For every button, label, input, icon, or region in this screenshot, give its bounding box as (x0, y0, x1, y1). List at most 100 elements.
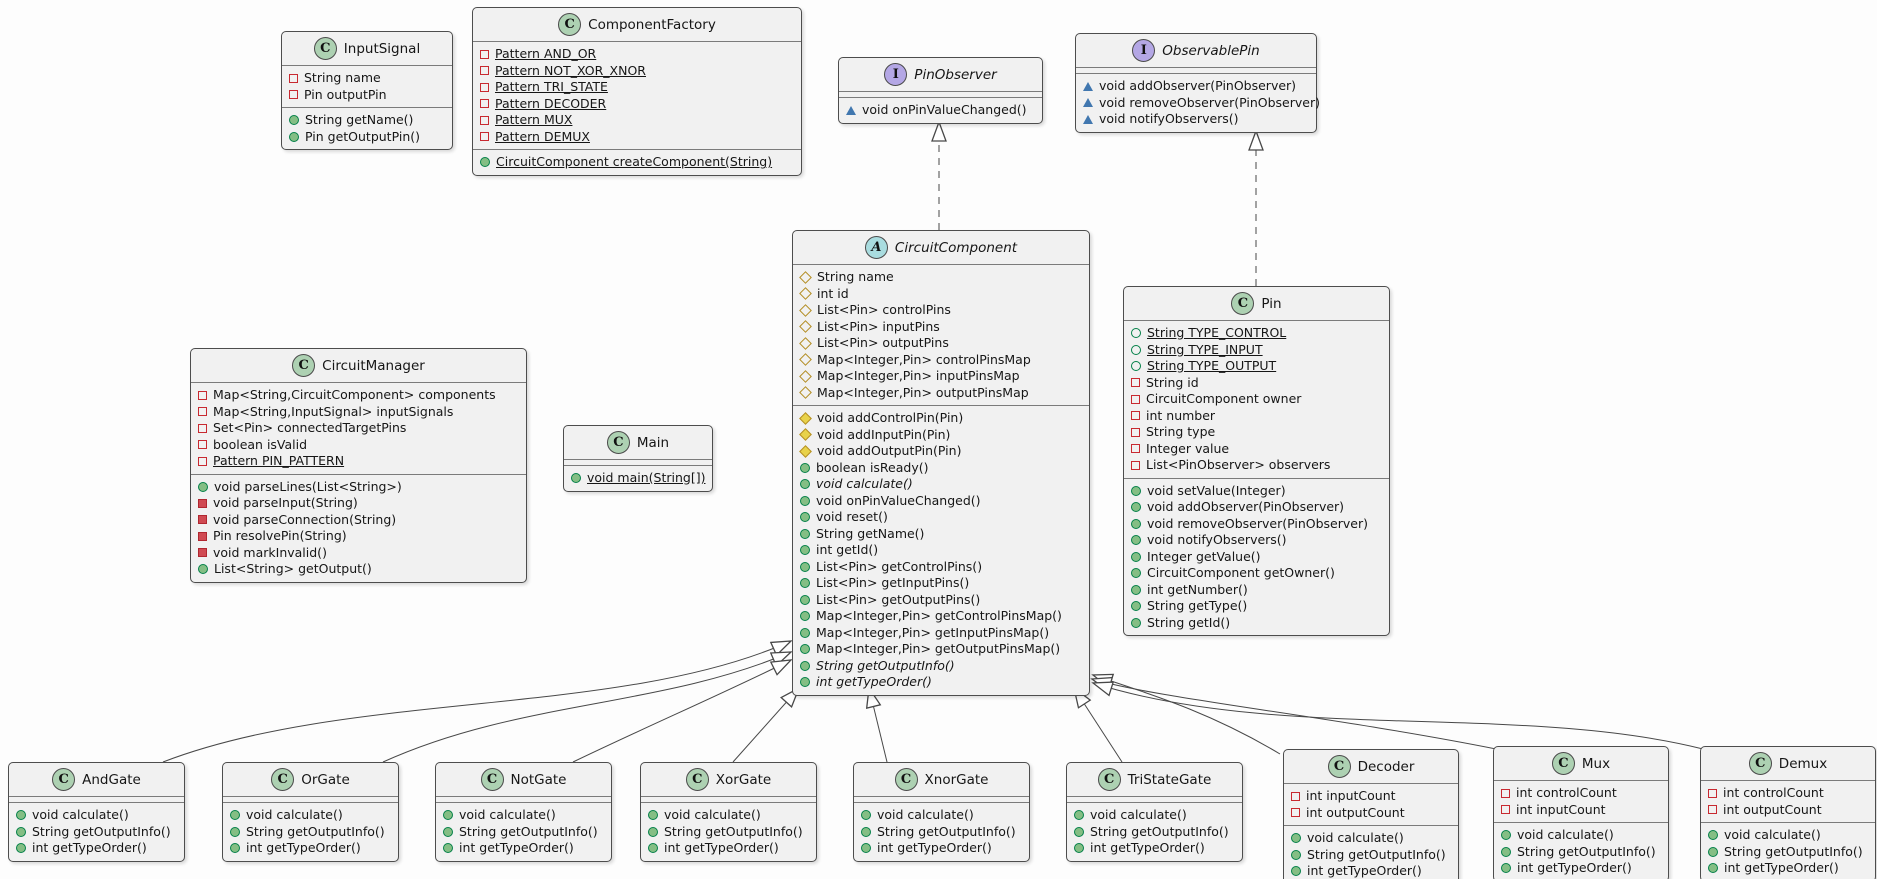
class-name: ObservablePin (1162, 42, 1260, 59)
edge-AndGate-to-CircuitComponent (162, 640, 793, 763)
public-method-icon (1131, 584, 1141, 595)
edge-Demux-to-CircuitComponent (1091, 681, 1704, 750)
method-text: String getName() (816, 525, 925, 541)
method-text: int getTypeOrder() (1724, 860, 1839, 875)
member-row: Map<Integer,Pin> inputPinsMap (799, 368, 1082, 385)
member-row: int inputCount (1501, 802, 1661, 819)
method-text: String getOutputInfo() (246, 823, 385, 839)
member-row: void notifyObservers() (1083, 111, 1309, 128)
field-text: int controlCount (1723, 785, 1824, 800)
public-method-icon (289, 131, 299, 142)
method-text: CircuitComponent getOwner() (1147, 565, 1335, 580)
public-field-icon (1131, 344, 1141, 355)
edge-XnorGate-to-CircuitComponent (865, 686, 888, 763)
protected-field-icon (799, 386, 812, 400)
fields-section (1067, 796, 1242, 802)
private-field-icon (1131, 394, 1140, 404)
member-row: void calculate() (1074, 807, 1235, 824)
method-text: int getTypeOrder() (1090, 840, 1205, 855)
public-method-icon (800, 644, 810, 655)
methods-section: void calculate()String getOutputInfo()in… (1067, 802, 1242, 861)
public-method-icon (1291, 866, 1301, 877)
public-method-icon (198, 481, 208, 492)
field-text: Map<String,CircuitComponent> components (213, 387, 496, 402)
class-name: TriStateGate (1127, 771, 1212, 788)
field-text: int outputCount (1723, 801, 1822, 817)
method-text: void calculate() (246, 807, 343, 822)
method-text: void parseConnection(String) (213, 511, 397, 527)
member-row: List<Pin> getOutputPins() (800, 592, 1082, 609)
public-method-icon (861, 810, 871, 821)
field-text: String TYPE_OUTPUT (1147, 358, 1277, 373)
member-row: void reset() (800, 509, 1082, 526)
private-field-icon (198, 423, 207, 433)
public-method-icon (1708, 846, 1718, 857)
public-method-icon (1708, 830, 1718, 841)
methods-section: void calculate()String getOutputInfo()in… (1284, 825, 1458, 879)
private-field-icon (1131, 460, 1140, 470)
abstract-icon: A (864, 236, 888, 259)
fields-section (564, 459, 712, 465)
method-text: String getOutputInfo() (877, 823, 1016, 839)
member-row: String getOutputInfo() (443, 824, 604, 841)
member-row: List<PinObserver> observers (1131, 457, 1382, 474)
private-field-icon (480, 66, 489, 76)
member-row: String id (1131, 375, 1382, 392)
member-row: int getTypeOrder() (800, 674, 1082, 691)
protected-method-icon (799, 411, 812, 425)
public-method-icon (648, 810, 658, 821)
public-method-icon (648, 843, 658, 854)
public-method-icon (1501, 830, 1511, 841)
method-text: void removeObserver(PinObserver) (1147, 515, 1368, 531)
protected-method-icon (799, 444, 812, 458)
member-row: Map<Integer,Pin> getInputPinsMap() (800, 625, 1082, 642)
member-row: String name (799, 269, 1082, 286)
private-field-icon (1131, 444, 1140, 454)
field-text: Map<String,InputSignal> inputSignals (213, 403, 454, 419)
private-field-icon (1708, 788, 1717, 798)
methods-section: void main(String[]) (564, 465, 712, 491)
member-row: String name (289, 70, 445, 87)
field-text: String type (1146, 424, 1216, 439)
method-text: int getTypeOrder() (32, 840, 147, 855)
method-text: boolean isReady() (816, 459, 929, 475)
member-row: List<Pin> controlPins (799, 302, 1082, 319)
method-text: Pin getOutputPin() (305, 128, 420, 144)
member-row: Integer value (1131, 441, 1382, 458)
member-row: Pattern NOT_XOR_XNOR (480, 63, 794, 80)
member-row: String TYPE_CONTROL (1131, 325, 1382, 342)
methods-section: void addControlPin(Pin)void addInputPin(… (793, 405, 1089, 695)
member-row: Map<Integer,Pin> outputPinsMap (799, 384, 1082, 402)
member-row: String TYPE_INPUT (1131, 342, 1382, 359)
methods-section: void calculate()String getOutputInfo()in… (9, 802, 184, 861)
field-text: String id (1146, 374, 1199, 390)
member-row: String getOutputInfo() (861, 824, 1022, 841)
field-text: List<Pin> inputPins (817, 318, 940, 334)
method-text: void addObserver(PinObserver) (1099, 78, 1297, 93)
member-row: void calculate() (1501, 827, 1661, 844)
fields-section (223, 796, 398, 802)
private-field-icon (480, 49, 489, 59)
method-text: void notifyObservers() (1147, 532, 1287, 547)
class-name: XorGate (715, 771, 772, 788)
public-method-icon (230, 810, 240, 821)
class-name: AndGate (82, 771, 141, 788)
method-text: void notifyObservers() (1099, 111, 1239, 126)
field-text: Map<Integer,Pin> outputPinsMap (817, 384, 1029, 400)
member-row: int getNumber() (1131, 582, 1382, 599)
field-text: Integer value (1146, 440, 1230, 456)
field-text: List<Pin> controlPins (817, 302, 951, 317)
field-text: String TYPE_CONTROL (1147, 325, 1287, 340)
package-method-icon (846, 105, 856, 115)
